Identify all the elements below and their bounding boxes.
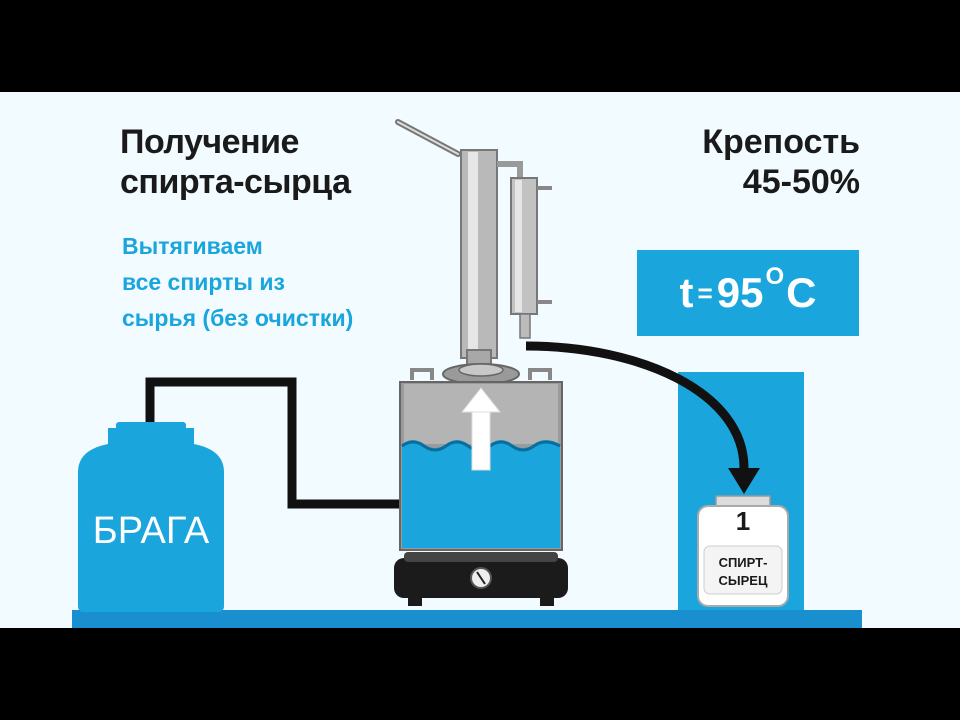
output-arrow-head [728,468,760,494]
degree-symbol: O [765,263,785,290]
jar-number: 1 [735,506,751,536]
temperature-badge: t = 95 O C [637,250,859,336]
braga-label: БРАГА [92,510,210,552]
vapor-arrow-head [460,387,502,413]
temp-symbol: t [679,269,694,316]
temp-value: 95 [716,269,764,316]
temp-unit: C [786,269,817,316]
diagram-canvas: Получение спирта-сырца Вытягиваем все сп… [0,92,960,628]
temp-equals: = [697,277,713,308]
condenser [510,177,538,315]
distillation-column [460,149,498,359]
process-description: Вытягиваем все спирты из сырья (без очис… [122,233,354,331]
floor-line [72,610,862,628]
diagram-title: Получение спирта-сырца [120,123,351,201]
vapor-arrow-shaft [471,409,491,471]
jar-label: СПИРТ- СЫРЕЦ [718,555,768,588]
strength-label: Крепость 45-50% [702,123,860,201]
braga-canister [78,428,224,612]
feed-line [145,377,460,509]
diagram-graphics [78,119,789,612]
boiler-liquid [402,440,560,548]
output-line [525,341,749,469]
